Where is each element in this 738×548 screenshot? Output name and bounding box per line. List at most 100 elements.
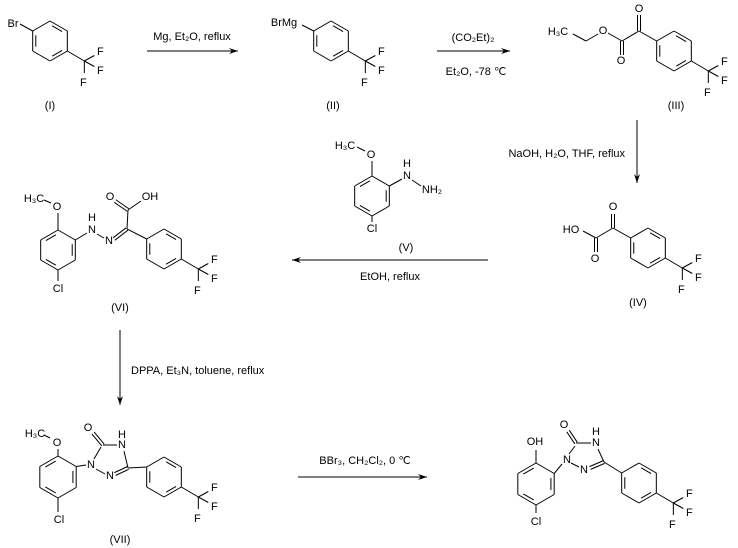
ring-bond (49, 50, 68, 62)
ring-bond (535, 494, 555, 506)
atom-label: F (695, 272, 702, 284)
arrowhead-icon (292, 257, 301, 263)
bond (621, 30, 640, 42)
ring-bond (630, 227, 649, 239)
atom-label: H₃C (24, 193, 44, 205)
ring-bond (40, 259, 59, 271)
bond (181, 258, 199, 270)
bond (585, 33, 599, 42)
bond (198, 263, 209, 270)
ring-bond (517, 494, 537, 506)
ring-bond (57, 455, 77, 467)
ring-bond (146, 228, 165, 240)
ring-bond (49, 20, 68, 32)
ring-bond (57, 229, 76, 241)
reaction-step-2: (CO₂Et)₂ Et₂O, -78 ℃ (437, 32, 510, 78)
bond (673, 497, 684, 504)
arrowhead-icon (501, 48, 510, 54)
bond (127, 466, 147, 469)
bond (603, 461, 622, 474)
reaction-step-5: DPPA, Et₃N, toluene, reflux (117, 330, 265, 405)
atom-label: O (560, 419, 569, 431)
ring-bond (354, 175, 373, 187)
reaction-conditions: Mg, Et₂O, reflux (153, 31, 231, 43)
ring-bond (330, 20, 349, 32)
double-bond (114, 466, 128, 474)
atom-label: N (403, 170, 411, 182)
atom-label: N (580, 464, 588, 476)
bond (656, 492, 674, 504)
atom-label: F (721, 56, 728, 68)
ring-double-bond (332, 25, 344, 33)
ring-bond (163, 486, 182, 498)
bond (607, 32, 623, 42)
compound-label: (VI) (111, 302, 129, 314)
bond (84, 60, 95, 67)
atom-label: O (367, 149, 376, 161)
ring-double-bond (165, 485, 177, 493)
ring-double-bond (359, 204, 371, 212)
bond (43, 199, 52, 204)
ring-bond (313, 20, 332, 32)
reaction-conditions: NaOH, H₂O, THF, reflux (508, 148, 625, 160)
bond (76, 464, 87, 467)
ring-bond (354, 205, 373, 217)
double-bond (590, 462, 605, 470)
double-bond (115, 468, 129, 476)
ring-bond (32, 20, 51, 32)
atom-label: HO (563, 224, 580, 236)
ring-double-bond (640, 467, 652, 475)
ring-double-bond (332, 49, 344, 57)
atom-label: O (591, 253, 600, 265)
compound-label: (IV) (629, 297, 647, 309)
double-bond (568, 429, 578, 443)
atom-label: H₃C (335, 140, 355, 152)
atom-label: F (97, 46, 104, 58)
ring-bond (313, 50, 332, 62)
atom-label: F (361, 77, 368, 89)
reaction-step-4: EtOH, reflux (292, 257, 488, 283)
double-bond (112, 227, 127, 239)
atom-label: H (88, 212, 96, 224)
arrowhead-icon (418, 474, 427, 480)
ring-double-bond (649, 232, 661, 240)
bond (96, 233, 105, 239)
atom-label: F (211, 254, 218, 266)
reaction-step-6: BBr₃, CH₂Cl₂, 0 ℃ (298, 455, 427, 480)
atom-label: F (704, 87, 711, 99)
reaction-conditions: Et₂O, -78 ℃ (446, 66, 507, 78)
atom-label: F (686, 507, 693, 519)
ring-bond (647, 227, 666, 239)
bond (75, 232, 88, 241)
atom-label: F (378, 46, 385, 58)
bond (93, 446, 102, 460)
atom-label: O (84, 422, 93, 434)
atom-label: Cl (53, 283, 63, 295)
bond (365, 60, 376, 67)
double-bond (93, 431, 105, 445)
bond (708, 70, 719, 77)
atom-label: BrMg (271, 17, 297, 29)
compound-label: (VII) (110, 534, 131, 546)
bond (301, 24, 314, 32)
reaction-reagent: (CO₂Et)₂ (452, 32, 495, 44)
ring-double-bond (165, 461, 177, 469)
bond (595, 227, 614, 239)
compound-label: (III) (668, 100, 685, 112)
double-bond (115, 199, 130, 210)
ring-bond (673, 60, 692, 72)
ring-bond (371, 205, 390, 217)
ring-double-bond (359, 180, 371, 188)
atom-label: Cl (367, 223, 377, 235)
bond (553, 463, 563, 474)
ring-bond (39, 455, 59, 467)
bond (572, 33, 587, 42)
ring-bond (638, 492, 657, 504)
bond (691, 60, 709, 72)
bond (198, 268, 209, 275)
